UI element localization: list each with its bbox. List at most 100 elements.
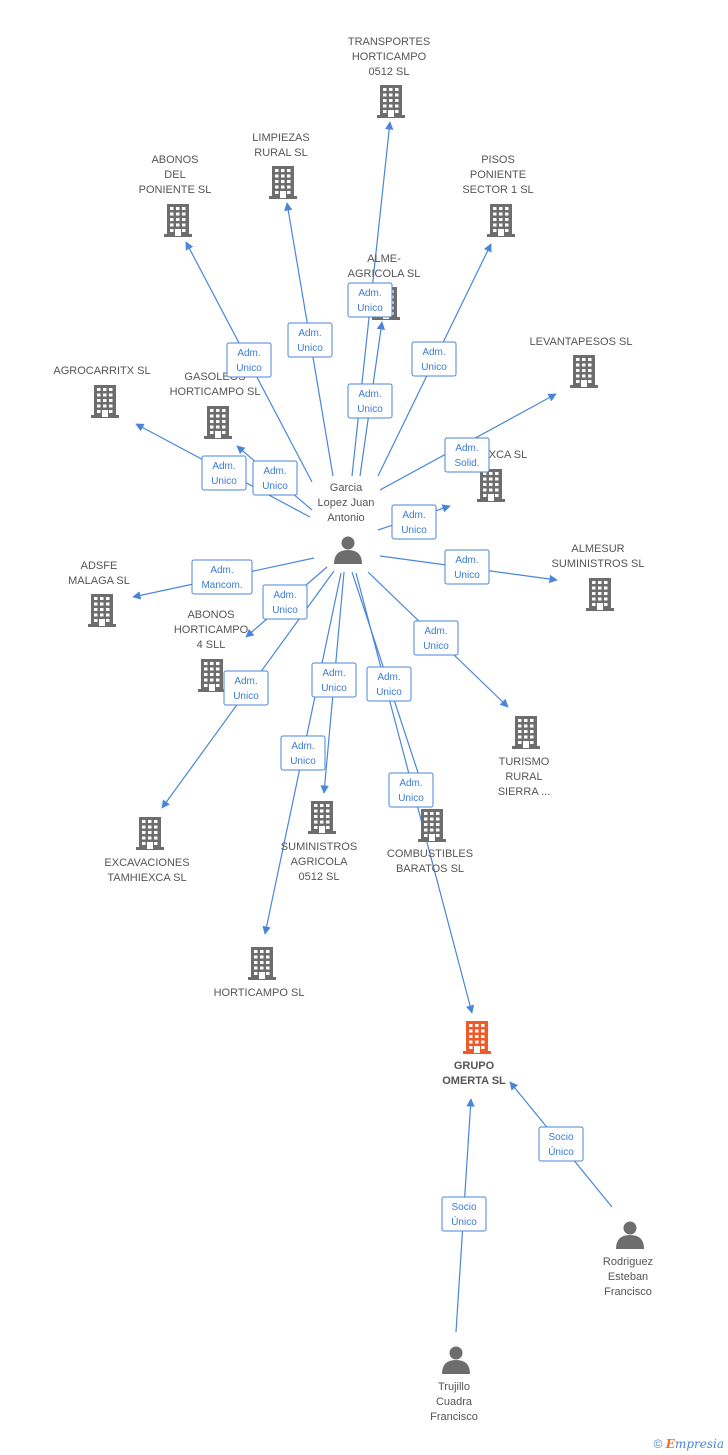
relation-label-garcia-to-turismo[interactable]: Adm.Unico — [413, 620, 459, 656]
relation-label-garcia-to-agrocarritx[interactable]: Adm.Unico — [201, 455, 247, 491]
relation-label-garcia-to-xca[interactable]: Adm.Unico — [391, 504, 437, 540]
building-icon[interactable] — [463, 1021, 491, 1054]
building-window — [94, 619, 98, 622]
building-icon[interactable] — [164, 204, 192, 237]
node-label-adsfe: MALAGA SL — [68, 575, 130, 587]
building-window — [142, 831, 146, 834]
node-agrocarritx[interactable]: AGROCARRITX SL — [53, 365, 151, 418]
relation-label-garcia-to-alme[interactable]: Adm.Unico — [347, 383, 393, 419]
building-icon[interactable] — [418, 809, 446, 842]
building-window — [222, 409, 226, 412]
building-window — [204, 667, 208, 671]
relation-label-garcia-to-suministros[interactable]: Adm.Unico — [311, 662, 357, 698]
building-window — [483, 477, 487, 481]
building-icon[interactable] — [91, 385, 119, 418]
building-window — [176, 223, 180, 227]
person-icon[interactable] — [334, 536, 362, 565]
relation-label-garcia-to-limpiezas[interactable]: Adm.Unico — [287, 322, 333, 358]
relation-label-garcia-to-grupo[interactable]: Adm.Unico — [388, 772, 434, 808]
node-label-trujillo: Francisco — [430, 1411, 478, 1423]
building-icon[interactable] — [308, 801, 336, 834]
person-head — [449, 1346, 463, 1360]
building-icon[interactable] — [136, 817, 164, 850]
relation-label-garcia-to-abonos_poniente[interactable]: Adm.Unico — [226, 342, 272, 378]
building-window — [489, 477, 493, 481]
building-icon[interactable] — [570, 355, 598, 388]
relation-label-garcia-to-gasoleos[interactable]: Adm.Unico — [252, 460, 298, 496]
building-window — [210, 431, 214, 434]
building-window — [576, 380, 580, 383]
relation-label-garcia-to-pisos[interactable]: Adm.Unico — [411, 341, 457, 377]
relation-label-garcia-to-almesur[interactable]: Adm.Unico — [444, 549, 490, 585]
node-horticampo[interactable]: HORTICAMPO SL — [214, 947, 305, 999]
building-window — [518, 741, 522, 744]
building-window — [103, 404, 107, 408]
node-levantapesos[interactable]: LEVANTAPESOS SL — [530, 336, 633, 388]
building-window — [481, 1029, 485, 1033]
building-icon[interactable] — [269, 166, 297, 199]
building-icon[interactable] — [477, 469, 505, 502]
node-label-alme: AGRICOLA SL — [348, 268, 421, 280]
building-window — [499, 212, 503, 216]
node-xca[interactable]: XCA SL — [477, 449, 527, 502]
relation-label-text: Unico — [401, 525, 427, 536]
relation-label-garcia-to-transportes[interactable]: Adm.Unico — [347, 282, 393, 318]
building-window — [518, 719, 522, 722]
relation-label-garcia-to-combustibles[interactable]: Adm.Unico — [366, 666, 412, 702]
building-icon[interactable] — [586, 578, 614, 611]
relation-label-garcia-to-abonos_horticampo[interactable]: Adm.Unico — [262, 584, 308, 620]
person-icon[interactable] — [616, 1221, 644, 1250]
building-window — [154, 842, 158, 845]
brand-footer[interactable]: © Empresia — [654, 1437, 724, 1451]
person-body — [334, 550, 362, 564]
building-icon[interactable] — [512, 716, 540, 749]
building-icon[interactable] — [88, 594, 116, 627]
relation-label-box — [538, 1126, 584, 1162]
building-icon[interactable] — [248, 947, 276, 980]
building-window — [281, 169, 285, 172]
relation-label-garcia-to-adsfe[interactable]: Adm.Mancom. — [191, 559, 253, 595]
building-window — [469, 1035, 473, 1038]
building-window — [489, 483, 493, 486]
building-window — [216, 662, 220, 665]
relation-label-garcia-to-horticampo[interactable]: Adm.Unico — [280, 735, 326, 771]
building-door — [215, 431, 221, 438]
building-window — [518, 724, 522, 728]
building-window — [216, 667, 220, 671]
building-window — [493, 212, 497, 216]
building-window — [383, 93, 387, 97]
node-label-almesur: SUMINISTROS SL — [552, 558, 645, 570]
building-window — [436, 812, 440, 815]
building-window — [489, 488, 493, 492]
relation-label-garcia-to-levantapesos[interactable]: Adm.Solid. — [444, 437, 490, 473]
person-icon[interactable] — [442, 1346, 470, 1375]
building-window — [275, 180, 279, 183]
building-icon[interactable] — [204, 406, 232, 439]
building-window — [142, 825, 146, 829]
relation-label-garcia-to-excavaciones[interactable]: Adm.Unico — [223, 670, 269, 706]
building-door — [102, 410, 108, 417]
building-window — [182, 223, 186, 227]
building-icon[interactable] — [377, 85, 405, 118]
node-label-abonos_horticampo: 4 SLL — [197, 639, 226, 651]
building-icon[interactable] — [198, 659, 226, 692]
building-icon[interactable] — [487, 204, 515, 237]
node-turismo[interactable]: TURISMORURALSIERRA ... — [498, 716, 551, 798]
